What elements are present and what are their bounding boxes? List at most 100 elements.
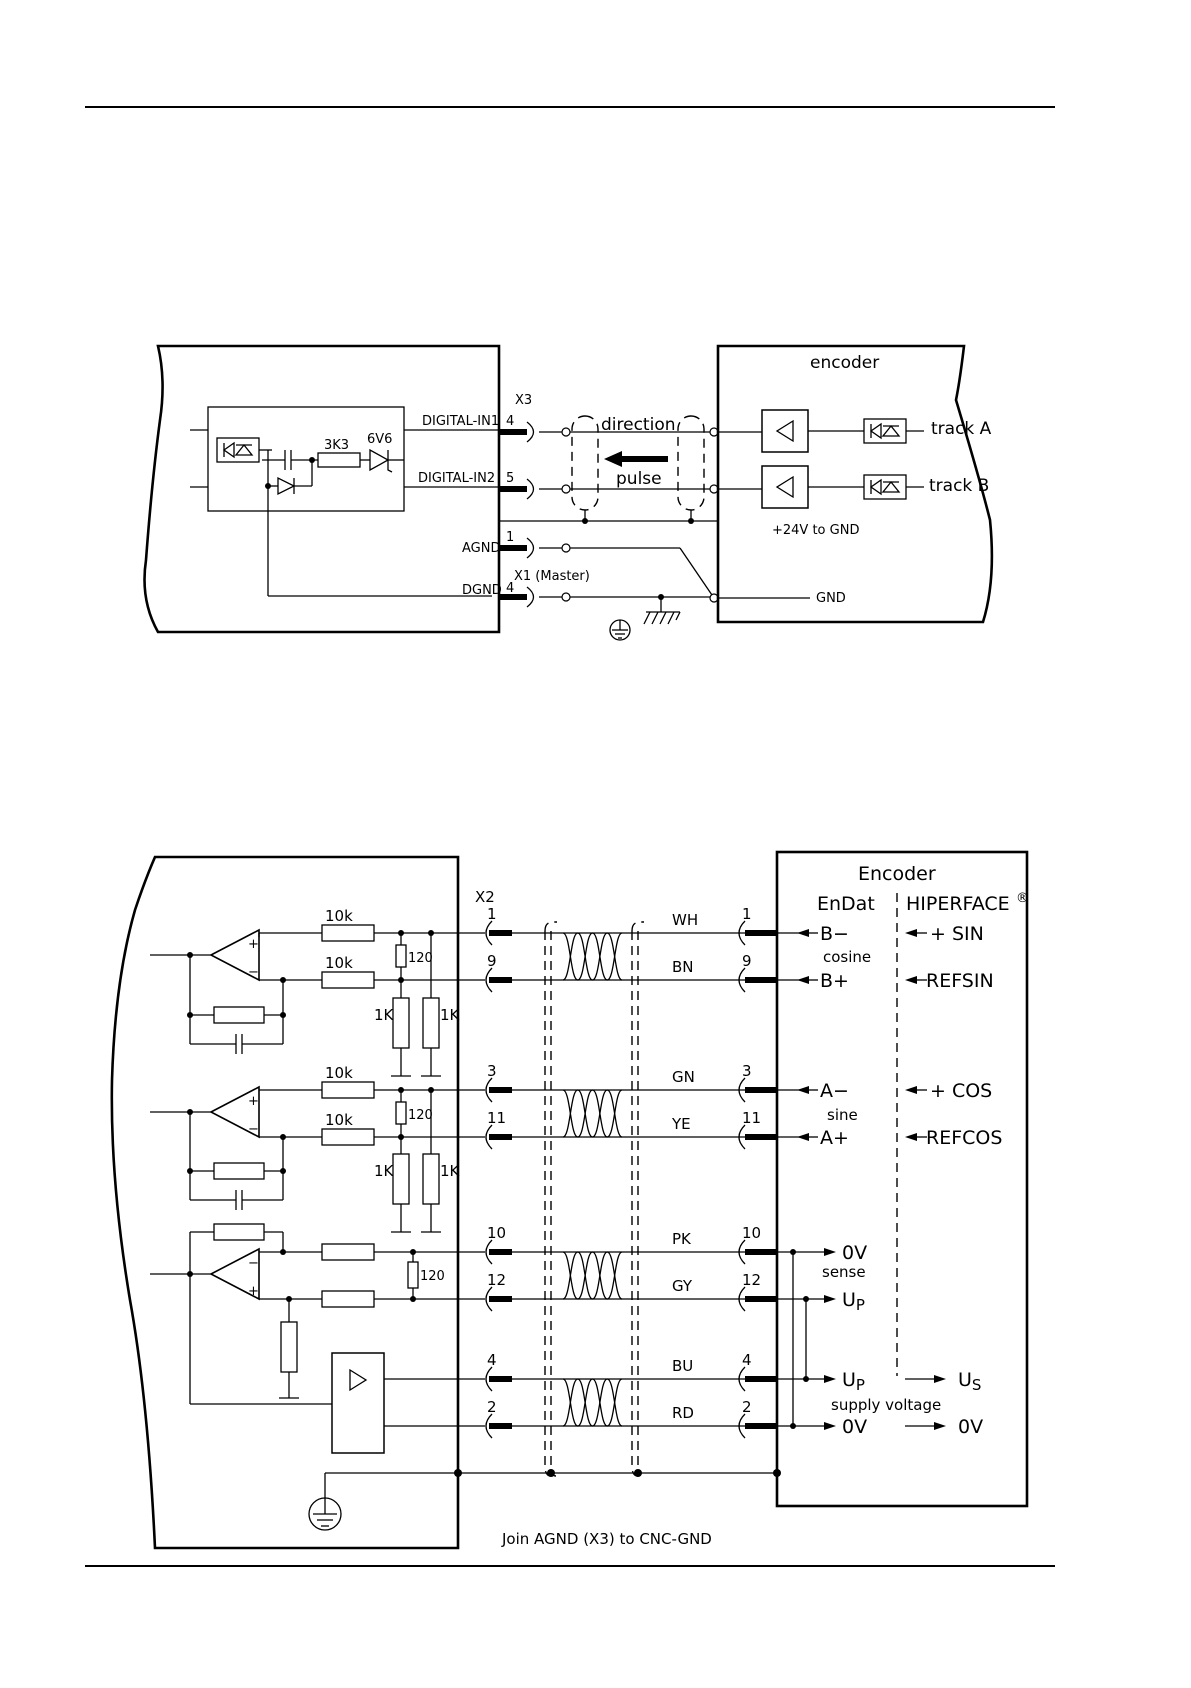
dgnd-label: DGND (462, 583, 502, 598)
chassis-ground-icon (643, 611, 681, 625)
cosine-label: cosine (823, 948, 871, 966)
channel-row: 1 WH 1 (485, 905, 777, 946)
resistor-3k3 (317, 452, 361, 468)
encoder-block-1 (716, 344, 994, 624)
wire-color-code: BU (672, 1357, 693, 1375)
line-driver-b (761, 465, 809, 509)
x2-pin-number: 1 (487, 905, 497, 923)
sense-label: sense (822, 1263, 866, 1281)
x2-pin-number: 3 (487, 1062, 497, 1080)
amplifier-cosine: + − 10k 10k (150, 907, 485, 1077)
signal-arrow-icon (604, 451, 668, 467)
earth-ground-icon (609, 619, 631, 641)
encoder-pin-number: 4 (742, 1351, 752, 1369)
svg-text:−: − (248, 1122, 259, 1137)
svg-text:10k: 10k (325, 1064, 353, 1082)
endat-signal-label: 0V (842, 1242, 867, 1264)
cable-shield-left (550, 931, 557, 1477)
x2-pin-number: 2 (487, 1398, 497, 1416)
track-b-label: track B (929, 476, 989, 496)
wire-color-code: GY (672, 1277, 693, 1295)
svg-text:5: 5 (506, 471, 514, 486)
endat-label: EnDat (817, 893, 875, 915)
encoder-pin-number: 12 (742, 1271, 761, 1289)
shield-2 (677, 415, 705, 511)
controller-block-1 (143, 344, 501, 634)
twisted-pair (562, 1251, 623, 1300)
svg-text:120: 120 (420, 1269, 445, 1284)
encoder-title-2: Encoder (858, 863, 936, 885)
svg-text:+: + (248, 1094, 259, 1109)
svg-text:1K: 1K (374, 1006, 395, 1024)
twisted-pair (562, 932, 623, 981)
encoder-pin-number: 10 (742, 1224, 761, 1242)
encoder-pin-number: 2 (742, 1398, 752, 1416)
encoder-title-1: encoder (810, 353, 879, 373)
svg-text:−: − (248, 1256, 259, 1271)
wire-color-code: GN (672, 1068, 695, 1086)
diode-icon (277, 476, 296, 496)
svg-text:4: 4 (506, 581, 514, 596)
hiperface-label: HIPERFACE (906, 893, 1010, 915)
wire-color-code: WH (672, 911, 698, 929)
diagram-pulse-direction: 3K3 6V6 DIGITAL-IN1 DIGITAL-IN2 AGND DGN… (143, 344, 994, 641)
zener-diode-icon (369, 448, 393, 473)
svg-text:10k: 10k (325, 954, 353, 972)
registered-mark: ® (1016, 891, 1029, 906)
twisted-pair (562, 1089, 623, 1138)
hiperface-signal-label: 0V (958, 1416, 983, 1438)
input-circuit-box (207, 406, 405, 512)
endat-signal-label: A+ (820, 1127, 849, 1149)
x2-pin-number: 11 (487, 1109, 506, 1127)
zener-6v6-label: 6V6 (367, 432, 392, 447)
svg-text:10k: 10k (325, 1111, 353, 1129)
encoder-optocoupler-b-icon (863, 474, 907, 500)
pulse-label: pulse (616, 469, 662, 489)
endat-signal-label: A− (820, 1080, 849, 1102)
amplifier-sense: − + 120 (150, 1223, 485, 1454)
svg-text:120: 120 (408, 1108, 433, 1123)
supply-driver-box (331, 1352, 385, 1454)
svg-text:1K: 1K (440, 1162, 461, 1180)
twisted-pair (562, 1378, 623, 1427)
wire-color-code: YE (671, 1115, 691, 1133)
encoder-block-2 (775, 850, 1029, 1508)
join-agnd-note: Join AGND (X3) to CNC-GND (501, 1530, 712, 1548)
earth-ground-icon-2 (308, 1497, 342, 1531)
svg-text:+: + (248, 937, 259, 952)
supply-voltage-label: supply voltage (831, 1396, 941, 1414)
svg-text:4: 4 (506, 414, 514, 429)
amplifier-sine: + − 10k 10k 120 (150, 1064, 485, 1233)
wire-color-code: BN (672, 958, 694, 976)
digital-in2-label: DIGITAL-IN2 (418, 471, 495, 486)
endat-signal-label: B+ (820, 970, 849, 992)
wire-color-code: PK (672, 1230, 692, 1248)
x2-pin-number: 4 (487, 1351, 497, 1369)
svg-text:1K: 1K (374, 1162, 395, 1180)
x3-label: X3 (515, 393, 532, 408)
endat-signal-label: B− (820, 923, 849, 945)
hiperface-signal-label: + SIN (930, 923, 984, 945)
svg-text:120: 120 (408, 951, 433, 966)
svg-text:+: + (248, 1284, 259, 1299)
sine-label: sine (827, 1106, 858, 1124)
svg-text:10k: 10k (325, 907, 353, 925)
svg-text:1: 1 (506, 530, 514, 545)
encoder-pin-number: 3 (742, 1062, 752, 1080)
x2-label: X2 (475, 888, 495, 906)
digital-in1-label: DIGITAL-IN1 (422, 414, 499, 429)
encoder-pin-number: 11 (742, 1109, 761, 1127)
hiperface-signal-label: US (958, 1369, 981, 1394)
endat-signal-label: UP (842, 1289, 865, 1314)
shield-1 (571, 415, 599, 511)
channel-row: 11 YE 11 (485, 1109, 777, 1150)
x1-master-label: X1 (Master) (514, 569, 590, 584)
svg-text:1K: 1K (440, 1006, 461, 1024)
line-driver-a (761, 409, 809, 453)
encoder-pin-number: 1 (742, 905, 752, 923)
